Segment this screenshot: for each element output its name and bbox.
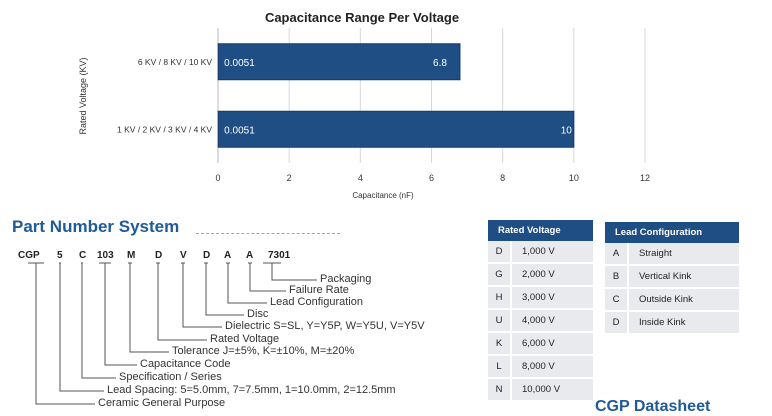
part-number-code: CGP: [18, 250, 40, 261]
lead-configuration-value: Vertical Kink: [628, 265, 739, 289]
y-tick-label: 1 KV / 2 KV / 3 KV / 4 KV: [117, 124, 212, 134]
leader-line: [182, 263, 222, 328]
part-number-code: 7301: [268, 250, 291, 261]
x-tick-label: 10: [569, 173, 579, 183]
bar-max-label: 6.8: [433, 58, 447, 69]
x-tick-label: 2: [287, 173, 292, 183]
leader-line: [129, 263, 169, 353]
lead-configuration-value: Inside Kink: [628, 311, 739, 335]
leader-line: [59, 263, 104, 392]
capacitance-chart: Capacitance Range Per Voltage 0 2 4 6 8 10 12Ca…: [78, 10, 650, 200]
bar-min-label: 0.0051: [224, 125, 255, 136]
rated-voltage-code: U: [488, 309, 512, 333]
part-number-field-label: Disc: [247, 308, 269, 320]
part-number-code: M: [127, 250, 136, 261]
rated-voltage-value: 3,000 V: [511, 286, 593, 310]
lead-configuration-code: C: [605, 288, 629, 312]
lead-configuration-value: Straight: [628, 243, 739, 266]
leader-line: [227, 263, 267, 304]
part-number-code: 5: [57, 250, 63, 261]
rated-voltage-value: 10,000 V: [511, 378, 593, 402]
part-number-code: A: [246, 250, 254, 261]
bar-min-label: 0.0051: [224, 58, 255, 69]
part-number-field-label: Lead Spacing: 5=5.0mm, 7=7.5mm, 1=10.0mm…: [107, 384, 396, 396]
rated-voltage-value: 1,000 V: [511, 241, 593, 264]
leader-line: [81, 263, 116, 379]
rated-voltage-code: L: [488, 355, 512, 379]
rated-voltage-code: D: [488, 241, 512, 264]
x-tick-label: 12: [640, 173, 650, 183]
part-number-code: V: [180, 250, 187, 261]
y-axis-label: Rated Voltage (KV): [78, 57, 88, 134]
x-tick-label: 6: [429, 173, 434, 183]
part-number-field-label: Lead Configuration: [270, 296, 363, 308]
leader-line: [249, 263, 286, 292]
part-number-field-label: Capacitance Code: [140, 358, 231, 370]
lead-configuration-header: Lead Configuration: [605, 222, 739, 243]
part-number-code: C: [79, 250, 87, 261]
part-number-field-label: Failure Rate: [289, 284, 349, 296]
part-number-title: Part Number System: [12, 217, 180, 236]
leader-line: [271, 263, 317, 281]
leader-line: [157, 263, 207, 341]
rated-voltage-value: 8,000 V: [511, 355, 593, 379]
part-number-field-label: Tolerance J=±5%, K=±10%, M=±20%: [172, 345, 355, 357]
x-axis-label: Capacitance (nF): [352, 191, 414, 200]
part-number-diagram: [28, 262, 317, 405]
bar: [217, 110, 575, 148]
lead-configuration-value: Outside Kink: [628, 288, 739, 312]
rated-voltage-value: 2,000 V: [511, 263, 593, 287]
rated-voltage-code: K: [488, 332, 512, 356]
x-tick-label: 4: [358, 173, 363, 183]
bar: [217, 43, 461, 81]
rated-voltage-code: N: [488, 378, 512, 402]
leader-line: [104, 263, 137, 366]
bar-max-label: 10: [561, 125, 573, 136]
part-number-field-label: Ceramic General Purpose: [98, 397, 226, 409]
part-number-field-label: Dielectric S=SL, Y=Y5P, W=Y5U, V=Y5V: [225, 320, 425, 332]
leader-line: [35, 263, 95, 405]
x-tick-label: 8: [500, 173, 505, 183]
part-number-code: 103: [97, 250, 114, 261]
y-tick-label: 6 KV / 8 KV / 10 KV: [138, 57, 213, 67]
part-number-field-label: Rated Voltage: [210, 333, 280, 345]
rated-voltage-value: 6,000 V: [511, 332, 593, 356]
chart-title: Capacitance Range Per Voltage: [265, 10, 459, 25]
lead-configuration-code: D: [605, 311, 629, 335]
rated-voltage-code: H: [488, 286, 512, 310]
datasheet-title: CGP Datasheet: [595, 398, 711, 415]
part-number-field-label: Specification / Series: [119, 371, 222, 383]
title-divider: [196, 233, 340, 234]
leader-line: [205, 263, 244, 316]
part-number-field-label: Packaging: [320, 273, 372, 285]
x-tick-label: 0: [215, 173, 220, 183]
rated-voltage-header: Rated Voltage: [488, 220, 593, 241]
rated-voltage-code: G: [488, 263, 512, 287]
part-number-code: D: [203, 250, 211, 261]
rated-voltage-value: 4,000 V: [511, 309, 593, 333]
part-number-code: A: [224, 250, 232, 261]
part-number-code: D: [155, 250, 163, 261]
lead-configuration-code: A: [605, 243, 629, 266]
lead-configuration-code: B: [605, 265, 629, 289]
